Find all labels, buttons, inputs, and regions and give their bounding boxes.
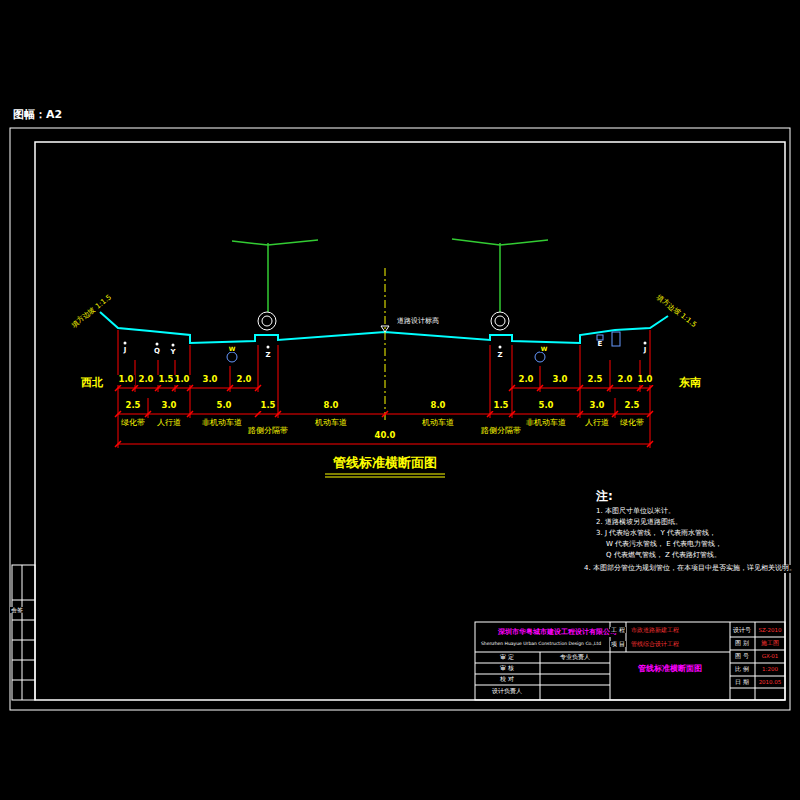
drawing-label: 绿化带 <box>619 419 645 427</box>
drawing-label: 3.0 <box>160 401 177 410</box>
drawing-label: SZ-2010 <box>757 627 782 633</box>
drawing-label: 1.5 <box>492 401 509 410</box>
drawing-label: 非机动车道 <box>201 419 243 427</box>
drawing-label: 机动车道 <box>421 419 455 427</box>
drawing-label: 1.0 <box>636 375 653 384</box>
drawing-label: J <box>123 347 128 355</box>
drawing-label: 深圳市华粤城市建设工程设计有限公司 <box>497 629 618 636</box>
drawing-label: Q 代表燃气管线， Z 代表路灯管线。 <box>605 552 722 560</box>
drawing-label: 管线综合设计工程 <box>630 641 680 648</box>
drawing-label: 2.0 <box>137 375 154 384</box>
drawing-label: 图 号 <box>734 653 750 659</box>
drawing-label: 2010.05 <box>758 679 783 685</box>
drawing-label: 校 对 <box>499 676 515 682</box>
drawing-label: 1.5 <box>259 401 276 410</box>
drawing-label: Z <box>496 352 503 360</box>
drawing-label: E <box>597 341 604 349</box>
drawing-label: 专业负责人 <box>559 654 591 660</box>
drawing-label: 审 核 <box>499 665 515 671</box>
drawing-label: 路侧分隔带 <box>480 427 522 435</box>
drawing-label: 设计号 <box>732 627 752 633</box>
drawing-label: W <box>228 346 237 353</box>
drawing-label: 2.0 <box>235 375 252 384</box>
drawing-title: 管线标准横断面图 <box>332 456 438 470</box>
drawing-label: 图 别 <box>734 640 750 646</box>
drawing-label: W 代表污水管线， E 代表电力管线， <box>605 541 723 549</box>
drawing-label: 40.0 <box>374 431 397 440</box>
drawing-label: Y <box>169 349 176 357</box>
drawing-label: 1:200 <box>761 666 779 672</box>
drawing-label: 2.0 <box>616 375 633 384</box>
drawing-label: 会签 <box>10 607 24 614</box>
drawing-label: 绿化带 <box>120 419 146 427</box>
drawing-label: 非机动车道 <box>525 419 567 427</box>
drawing-label: 施工图 <box>760 640 780 646</box>
drawing-label: 图幅：A2 <box>12 109 63 121</box>
drawing-label: 8.0 <box>429 401 446 410</box>
drawing-label: 5.0 <box>215 401 232 410</box>
drawing-label: 8.0 <box>322 401 339 410</box>
drawing-label: 4. 本图部分管位为规划管位，在本项目中是否实施，详见相关说明。 <box>583 565 797 573</box>
drawing-label: 2.5 <box>623 401 640 410</box>
drawing-label: 注: <box>595 490 614 503</box>
drawing-label: 机动车道 <box>314 419 348 427</box>
drawing-label: 东南 <box>678 377 702 389</box>
drawing-label: 审 定 <box>499 654 515 660</box>
drawing-label: 道路设计标高 <box>396 318 440 325</box>
drawing-label: 3.0 <box>551 375 568 384</box>
drawing-label: 路侧分隔带 <box>247 427 289 435</box>
drawing-label: Z <box>264 352 271 360</box>
drawing-label: 1. 本图尺寸单位以米计。 <box>595 508 676 516</box>
drawing-label: 2.5 <box>586 375 603 384</box>
drawing-label: 填方边坡 1:1.5 <box>70 294 114 331</box>
drawing-label: 西北 <box>80 377 104 389</box>
drawing-label: GX-01 <box>761 653 780 659</box>
drawing-label: 1.5 <box>157 375 174 384</box>
drawing-label: 3.0 <box>588 401 605 410</box>
drawing-label: 1.0 <box>173 375 190 384</box>
drawing-label: 工 程 <box>610 627 626 634</box>
drawing-label: 项 目 <box>610 641 626 648</box>
drawing-label: 填方边坡 1:1.5 <box>654 294 698 331</box>
drawing-label: 设计负责人 <box>491 688 523 694</box>
drawing-label: 日 期 <box>734 679 750 685</box>
drawing-label: 比 例 <box>734 666 750 672</box>
drawing-label: 2.5 <box>124 401 141 410</box>
drawing-label: 2. 道路横坡另见道路图纸。 <box>595 519 683 527</box>
drawing-label: 5.0 <box>537 401 554 410</box>
drawing-label: 3.0 <box>201 375 218 384</box>
drawing-label: J <box>643 347 648 355</box>
drawing-label: 市政道路新建工程 <box>630 627 680 634</box>
drawing-label: 1.0 <box>117 375 134 384</box>
drawing-label: Q <box>153 348 161 356</box>
drawing-label: W <box>540 346 549 353</box>
drawing-label: Shenzhen Huayue Urban Construction Desig… <box>480 642 602 647</box>
drawing-label: 人行道 <box>156 419 182 427</box>
drawing-label: 管线标准横断面图 <box>637 665 703 674</box>
drawing-label: 3. J 代表给水管线， Y 代表雨水管线， <box>595 530 717 538</box>
drawing-label: 2.0 <box>517 375 534 384</box>
drawing-label: 人行道 <box>584 419 610 427</box>
